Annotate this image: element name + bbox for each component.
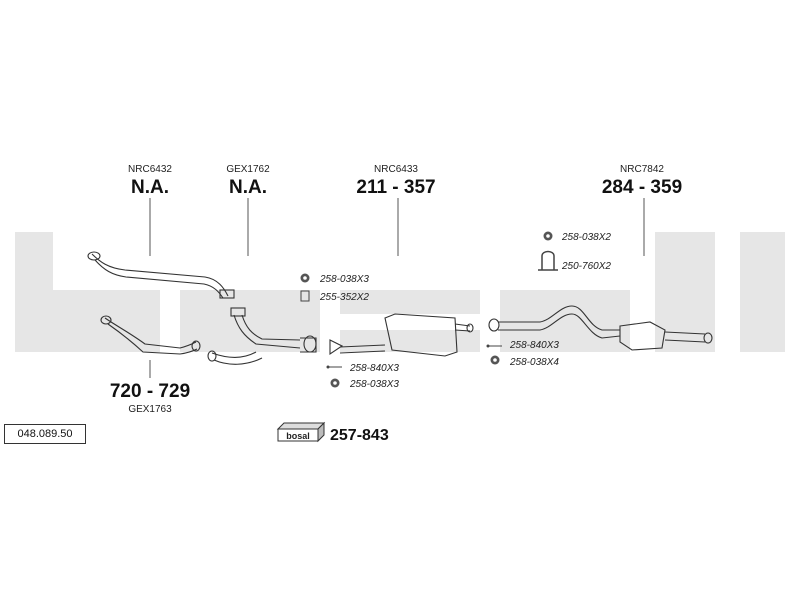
- kit-number: 257-843: [330, 427, 389, 444]
- front-pipe-nrc6432: [87, 251, 235, 299]
- part-code-nrc6433: NRC6433: [374, 164, 418, 175]
- middle-silencer-nrc6433: [329, 313, 474, 357]
- bosal-kit-logo: bosal: [276, 421, 326, 443]
- fitting-ring-icon: [543, 231, 553, 241]
- fitting-code-1: 258-038X3: [319, 274, 369, 285]
- fitting-bolt-icon: [486, 344, 502, 348]
- fitting-code-6: 250-760X2: [561, 261, 611, 272]
- down-pipe-gex1763: [100, 315, 201, 355]
- fitting-ring-icon: [490, 355, 500, 365]
- fitting-code-8: 258-038X4: [509, 357, 559, 368]
- price-range-gex1762: N.A.: [229, 177, 267, 198]
- price-range-nrc6432: N.A.: [131, 177, 169, 198]
- fitting-code-2: 255-352X2: [319, 292, 369, 303]
- u-clamp-icon: [538, 250, 558, 271]
- part-code-gex1763: GEX1763: [128, 404, 172, 415]
- rear-silencer-nrc7842: [488, 305, 713, 351]
- fitting-gasket-icon: [300, 290, 310, 302]
- part-code-gex1762: GEX1762: [226, 164, 270, 175]
- price-range-gex1763: 720 - 729: [110, 381, 190, 402]
- part-code-nrc6432: NRC6432: [128, 164, 172, 175]
- fitting-code-4: 258-038X3: [349, 379, 399, 390]
- catalog-number: 048.089.50: [4, 424, 86, 444]
- part-code-nrc7842: NRC7842: [620, 164, 664, 175]
- fitting-code-7: 258-840X3: [509, 340, 559, 351]
- fitting-code-5: 258-038X2: [561, 232, 611, 243]
- y-pipe-gex1762: [207, 307, 317, 365]
- svg-text:bosal: bosal: [286, 431, 310, 441]
- fitting-code-3: 258-840X3: [349, 363, 399, 374]
- fitting-bolt-icon: [326, 365, 342, 369]
- fitting-ring-icon: [300, 273, 310, 283]
- fitting-ring-icon: [330, 378, 340, 388]
- price-range-nrc7842: 284 - 359: [602, 177, 682, 198]
- price-range-nrc6433: 211 - 357: [356, 177, 435, 198]
